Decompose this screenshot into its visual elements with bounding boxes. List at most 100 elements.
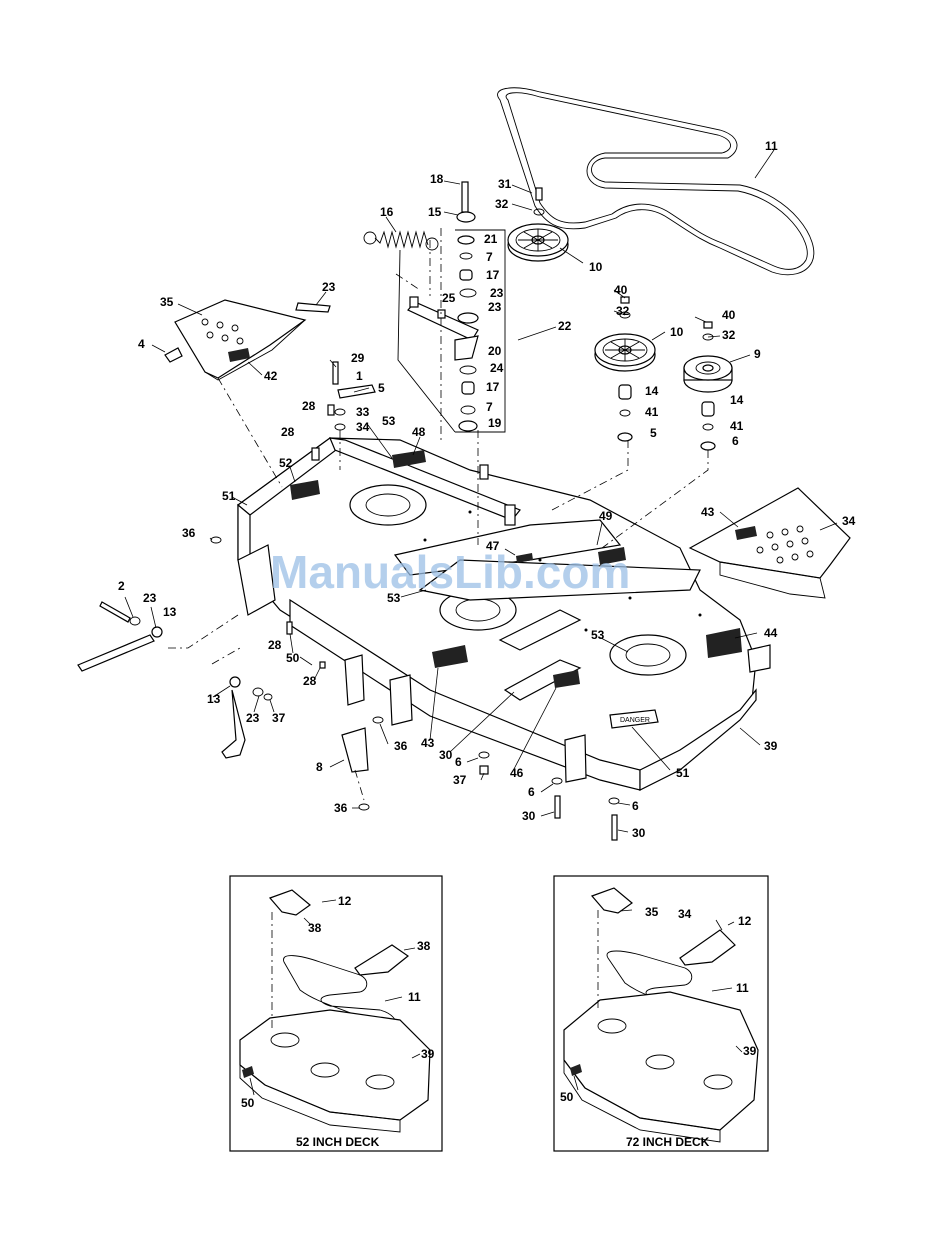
inset72-callout-12: 12 — [738, 914, 752, 928]
callout-13b: 13 — [207, 692, 221, 706]
callout-32c: 32 — [722, 328, 736, 342]
callout-35: 35 — [160, 295, 174, 309]
callout-9: 9 — [754, 347, 761, 361]
callout-51a: 51 — [222, 489, 236, 503]
callout-50: 50 — [286, 651, 300, 665]
callout-39: 39 — [764, 739, 778, 753]
callout-5b: 6 — [732, 434, 739, 448]
idler-pulley-9 — [683, 355, 733, 393]
callout-28c: 28 — [268, 638, 282, 652]
inset72-callout-39: 39 — [743, 1044, 757, 1058]
deflector-35 — [164, 299, 331, 381]
callout-8: 8 — [316, 760, 323, 774]
mower-deck — [237, 437, 771, 791]
callout-5: 5 — [650, 426, 657, 440]
callout-47: 47 — [486, 539, 500, 553]
inset52-callout-50: 50 — [241, 1096, 255, 1110]
callout-30a: 30 — [439, 748, 453, 762]
inset72-callout-35: 35 — [645, 905, 659, 919]
callout-52: 52 — [279, 456, 293, 470]
deflector-34 — [688, 487, 851, 599]
callout-33: 33 — [356, 405, 370, 419]
callout-18: 18 — [430, 172, 444, 186]
callout-24: 23 — [322, 280, 336, 294]
callout-28d: 28 — [303, 674, 317, 688]
inset52-callout-39: 39 — [421, 1047, 435, 1061]
callout-23: 23 — [488, 300, 502, 314]
callout-36a: 36 — [182, 526, 196, 540]
callout-10b: 10 — [670, 325, 684, 339]
callout-51b: 51 — [676, 766, 690, 780]
callout-43: 42 — [264, 369, 278, 383]
callout-30c: 30 — [632, 826, 646, 840]
callout-20: 21 — [484, 232, 498, 246]
callout-7b: 7 — [486, 400, 493, 414]
callout-42: 43 — [421, 736, 435, 750]
inset-72-inch-deck: 35 34 12 11 39 50 72 INCH DECK — [553, 875, 769, 1152]
callout-44: 44 — [764, 626, 778, 640]
inset72-callout-34: 34 — [678, 907, 692, 921]
callout-19: 19 — [488, 416, 502, 430]
callout-32b: 32 — [616, 304, 630, 318]
inset52-callout-38b: 38 — [417, 939, 431, 953]
callout-37b: 37 — [453, 773, 467, 787]
callout-4: 4 — [138, 337, 145, 351]
tension-spring — [363, 230, 439, 251]
callout-37a: 37 — [272, 711, 286, 725]
callout-28b: 28 — [281, 425, 295, 439]
callout-2: 2 — [118, 579, 125, 593]
drive-belt — [497, 87, 815, 276]
callout-48: 48 — [412, 425, 426, 439]
callout-53c: 53 — [591, 628, 605, 642]
callout-34-main: 34 — [842, 514, 856, 528]
callout-6b: 6 — [528, 785, 535, 799]
callout-23-left: 23 — [143, 591, 157, 605]
callout-13a: 13 — [163, 605, 177, 619]
watermark: ManualsLib.com — [270, 546, 630, 598]
callout-49: 49 — [599, 509, 613, 523]
inset52-caption: 52 INCH DECK — [296, 1135, 380, 1149]
callout-53a: 53 — [382, 414, 396, 428]
callout-6a: 6 — [455, 755, 462, 769]
callout-11: 11 — [765, 139, 778, 153]
callout-32: 32 — [495, 197, 509, 211]
callout-17b: 17 — [486, 380, 500, 394]
callout-6-right: 6 — [632, 799, 639, 813]
callout-30b: 30 — [522, 809, 536, 823]
inset52-callout-11: 11 — [408, 990, 421, 1004]
hardware-stack — [456, 181, 716, 451]
callout-1: 1 — [356, 369, 363, 383]
callout-53b: 53 — [387, 591, 401, 605]
callout-41: 41 — [645, 405, 659, 419]
callout-25: 23 — [490, 286, 504, 300]
callout-14b: 14 — [730, 393, 744, 407]
callout-15: 15 — [428, 205, 442, 219]
callout-22: 22 — [558, 319, 572, 333]
inset72-caption: 72 INCH DECK — [626, 1135, 710, 1149]
callout-43b: 43 — [701, 505, 715, 519]
idler-arm — [407, 296, 479, 361]
callout-7: 7 — [486, 250, 493, 264]
callout-16: 16 — [380, 205, 394, 219]
callout-41b: 41 — [730, 419, 744, 433]
callout-28a: 28 — [302, 399, 316, 413]
inset52-callout-38a: 38 — [308, 921, 322, 935]
callout-23-lower: 23 — [246, 711, 260, 725]
callout-27: 25 — [442, 291, 456, 305]
callout-36-mid: 36 — [394, 739, 408, 753]
callout-46: 46 — [510, 766, 524, 780]
callout-21: 20 — [488, 344, 502, 358]
left-linkage — [77, 601, 369, 773]
inset72-callout-11: 11 — [736, 981, 749, 995]
callout-17: 17 — [486, 268, 500, 282]
callout-25b: 24 — [490, 361, 504, 375]
danger-decal: DANGER — [620, 717, 650, 724]
callout-40b: 40 — [722, 308, 736, 322]
callout-3: 5 — [378, 381, 385, 395]
inset-52-inch-deck: 12 38 38 11 39 50 52 INCH DECK — [229, 875, 443, 1152]
callout-labels: 11 18 31 32 16 15 21 7 10 17 23 40 23 35… — [118, 139, 856, 840]
inset72-callout-50: 50 — [560, 1090, 574, 1104]
deck-decals: DANGER — [290, 450, 742, 729]
assembly-lines — [168, 228, 709, 801]
